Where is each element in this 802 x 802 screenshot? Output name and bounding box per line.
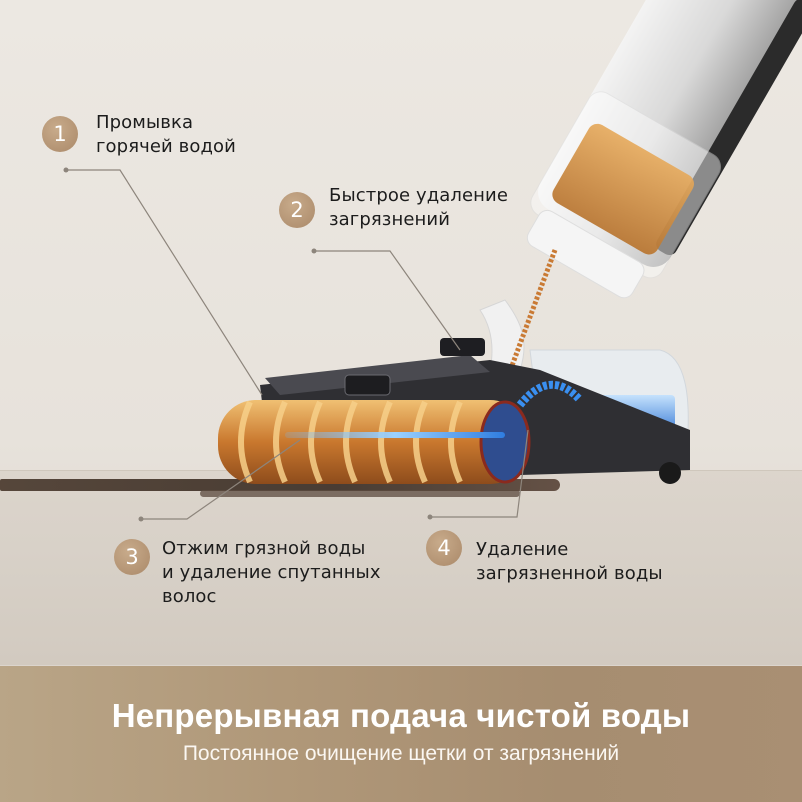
step-badge-3: 3 (114, 539, 150, 575)
callout-3: 3 Отжим грязной воды и удаление спутанны… (114, 538, 381, 609)
callout-4: 4 Удаление загрязненной воды (426, 530, 663, 586)
dirt-streak-shadow (200, 490, 520, 497)
callout-3-text: Отжим грязной воды и удаление спутанных … (162, 538, 381, 607)
bottom-banner (0, 666, 802, 802)
vacuum-cleaner-illustration (218, 0, 802, 484)
step-badge-1: 1 (42, 116, 78, 152)
callout-1-text: Промывка горячей водой (96, 112, 236, 157)
leader-lines (63, 167, 529, 522)
callout-1: 1 Промывка горячей водой (42, 112, 236, 159)
callout-4-text: Удаление загрязненной воды (476, 539, 663, 584)
step-badge-4: 4 (426, 530, 462, 566)
banner-subtitle: Постоянное очищение щетки от загрязнений (182, 742, 620, 765)
product-scene (0, 0, 802, 665)
step-badge-2: 2 (279, 192, 315, 228)
callout-2-text: Быстрое удаление загрязнений (329, 185, 509, 230)
callout-2: 2 Быстрое удаление загрязнений (279, 185, 508, 232)
banner-title: Непрерывная подача чистой воды (111, 697, 691, 734)
